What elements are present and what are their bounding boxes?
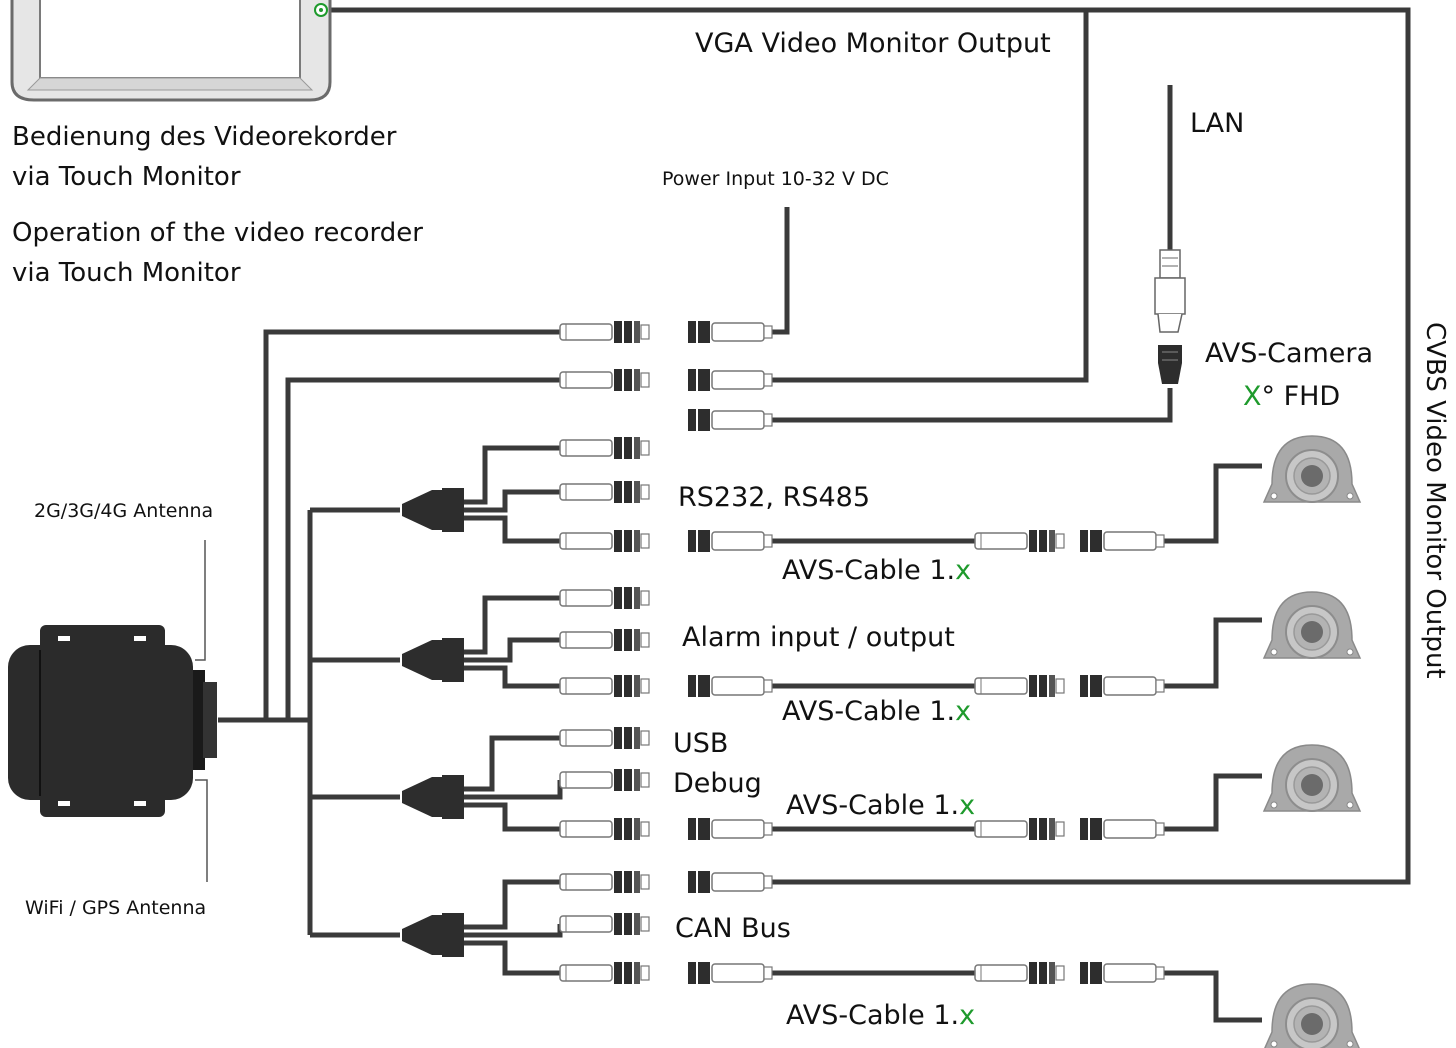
operation-de-line2: via Touch Monitor xyxy=(12,162,241,192)
cvbs-output-label: CVBS Video Monitor Output xyxy=(1420,322,1450,679)
rj45-connector-icon xyxy=(1154,249,1186,384)
recorder-icon xyxy=(8,625,217,817)
camera-fov-variable: X xyxy=(1243,381,1262,412)
vga-output-label: VGA Video Monitor Output xyxy=(695,28,1051,59)
avs-cable-variable: x xyxy=(959,790,976,821)
avs-cable-variable: x xyxy=(959,1000,976,1031)
avs-cable-variable: x xyxy=(955,696,972,727)
cellular-antenna-label: 2G/3G/4G Antenna xyxy=(34,500,214,522)
camera-icon xyxy=(1263,435,1361,1048)
power-button-icon xyxy=(314,3,328,17)
cables xyxy=(218,7,1411,1023)
avs-cable-label-1: AVS-Cable 1.x xyxy=(782,555,971,586)
operation-en-line2: via Touch Monitor xyxy=(12,258,241,288)
power-input-label: Power Input 10-32 V DC xyxy=(662,168,889,190)
camera-fov-suffix: ° FHD xyxy=(1261,381,1341,412)
alarm-io-label: Alarm input / output xyxy=(682,622,955,653)
splitter-icon xyxy=(402,488,464,957)
avs-cable-prefix: AVS-Cable 1. xyxy=(782,696,956,727)
can-bus-label: CAN Bus xyxy=(675,913,791,944)
operation-de-line1: Bedienung des Videorekorder xyxy=(12,122,397,152)
avs-cable-label-3: AVS-Cable 1.x xyxy=(786,790,975,821)
monitor-icon xyxy=(10,0,332,102)
avs-cable-prefix: AVS-Cable 1. xyxy=(786,1000,960,1031)
rs232-rs485-label: RS232, RS485 xyxy=(678,482,871,513)
avs-cable-label-2: AVS-Cable 1.x xyxy=(782,696,971,727)
avs-cable-prefix: AVS-Cable 1. xyxy=(782,555,956,586)
antenna-leads xyxy=(195,540,208,882)
operation-en-line1: Operation of the video recorder xyxy=(12,218,423,248)
usb-label: USB xyxy=(673,728,729,759)
avs-cable-prefix: AVS-Cable 1. xyxy=(786,790,960,821)
lan-label: LAN xyxy=(1190,108,1245,139)
debug-label: Debug xyxy=(673,768,762,799)
camera-fov-label: X° FHD xyxy=(1243,381,1340,412)
avs-cable-variable: x xyxy=(955,555,972,586)
wifi-gps-antenna-label: WiFi / GPS Antenna xyxy=(25,897,207,919)
avs-cable-label-4: AVS-Cable 1.x xyxy=(786,1000,975,1031)
camera-name-label: AVS-Camera xyxy=(1205,338,1374,369)
